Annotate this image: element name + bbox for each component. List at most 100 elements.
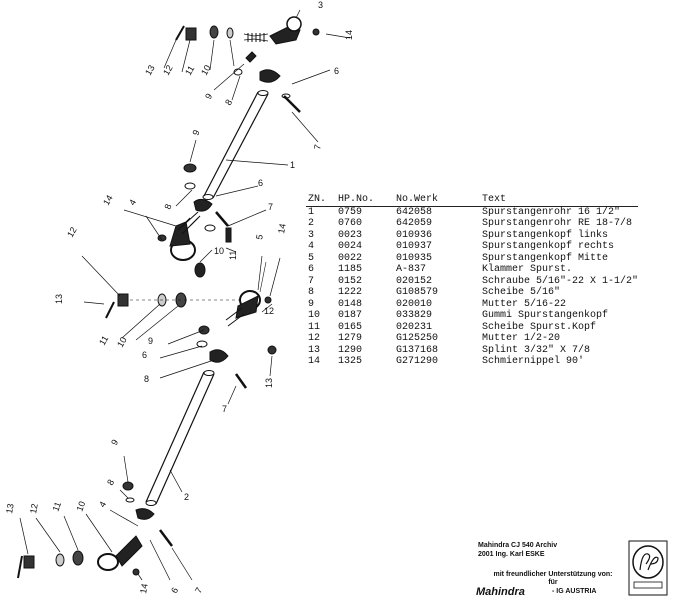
support-note: mit freundlicher Unterstützung von: für	[478, 571, 628, 587]
cell-text: Klammer Spurst.	[482, 264, 573, 275]
callout-10: 10	[199, 63, 213, 77]
callout-labels: 3 14 6 7 1 13 12 11 10 9 8 9 8 6 7 14 4 …	[4, 0, 354, 595]
cell-hp-no: 0148	[338, 298, 363, 310]
cell-hp-no: 0024	[338, 241, 363, 252]
cell-hp-no: 1325	[338, 356, 363, 367]
tie-rod-end-bottom	[17, 535, 143, 579]
callout-14-d: 14	[138, 583, 150, 595]
cell-zn: 5	[308, 252, 315, 264]
ig-austria-label: - IG AUSTRIA	[552, 588, 597, 595]
cell-werk-no: G137168	[396, 344, 439, 356]
callout-8-d: 8	[105, 478, 116, 487]
tie-rod-tube-lower	[145, 370, 215, 506]
callout-6: 6	[334, 66, 339, 76]
callout-11-b: 11	[228, 251, 238, 260]
callout-9-d: 9	[109, 438, 120, 447]
callout-6-c: 6	[142, 350, 147, 360]
callout-4: 4	[127, 198, 138, 207]
table-row: 5 0022 010935 Spurstangenkopf Mitte	[306, 253, 638, 265]
header-hp-no: HP.No.	[338, 194, 396, 207]
callout-3: 3	[318, 0, 323, 10]
cell-werk-no: 642058	[396, 206, 433, 218]
cell-zn: 7	[308, 275, 315, 287]
credit-line-author: 2001 Ing. Karl ESKE	[478, 550, 545, 558]
header-werk-no: No.Werk	[396, 194, 482, 207]
cell-werk-no: G108579	[396, 287, 439, 298]
callout-6-d: 6	[169, 586, 180, 595]
cell-werk-no: 642059	[396, 218, 433, 229]
clamp-middle	[183, 163, 229, 232]
callout-12: 12	[161, 63, 175, 77]
hp-seal-logo	[628, 540, 668, 596]
clamp-top	[259, 69, 301, 113]
callout-11-c: 11	[97, 334, 110, 347]
cell-hp-no: 0022	[338, 252, 363, 264]
callout-11: 11	[183, 64, 196, 77]
cell-werk-no: 033829	[396, 310, 433, 321]
top-hardware-cluster	[175, 25, 320, 76]
cell-werk-no: 010936	[396, 229, 433, 241]
callout-13-d: 13	[4, 503, 16, 515]
callout-10-c: 10	[115, 335, 129, 349]
center-hardware-cluster	[105, 227, 240, 319]
cell-werk-no: 020010	[396, 298, 433, 310]
cell-text: Spurstangenkopf Mitte	[482, 252, 609, 264]
callout-7-b: 7	[268, 202, 273, 212]
cell-hp-no: 1290	[338, 344, 363, 356]
callout-2: 2	[184, 492, 189, 502]
cell-text: Gummi Spurstangenkopf	[482, 310, 609, 321]
cell-zn: 1	[308, 206, 315, 218]
cell-werk-no: 010935	[396, 252, 433, 264]
cell-zn: 2	[308, 218, 315, 229]
cell-hp-no: 0023	[338, 229, 363, 241]
cell-zn: 8	[308, 287, 315, 298]
callout-6-b: 6	[258, 178, 263, 188]
tie-rod-end-middle-left	[169, 211, 201, 261]
callout-9-c: 9	[148, 336, 153, 346]
callout-1: 1	[290, 160, 295, 170]
callout-12-b: 12	[65, 225, 79, 239]
support-for: für	[548, 579, 558, 586]
cell-text: Spurstangenkopf links	[482, 229, 609, 241]
cell-werk-no: 010937	[396, 241, 433, 252]
cell-werk-no: G271290	[396, 356, 439, 367]
callout-9-b: 9	[190, 129, 201, 137]
cell-werk-no: 020152	[396, 275, 433, 287]
cell-zn: 13	[308, 344, 321, 356]
callout-7-d: 7	[193, 586, 204, 595]
cell-text: Spurstangenkopf rechts	[482, 241, 615, 252]
tie-rod-tube-upper	[202, 90, 269, 200]
cell-text: Mutter 1/2-20	[482, 333, 561, 344]
callout-7: 7	[312, 144, 323, 151]
callout-8: 8	[223, 98, 234, 107]
clamp-lower	[122, 325, 277, 547]
cell-zn: 10	[308, 310, 321, 321]
cell-zn: 12	[308, 333, 321, 344]
callout-9: 9	[203, 92, 214, 101]
cell-hp-no: 1279	[338, 333, 363, 344]
callout-5: 5	[254, 234, 265, 241]
cell-hp-no: 0165	[338, 321, 363, 333]
callout-4-b: 4	[97, 500, 108, 509]
tie-rod-end-top	[243, 16, 302, 45]
callout-10-b: 10	[214, 246, 224, 256]
cell-zn: 6	[308, 264, 315, 275]
cell-text: Schraube 5/16"-22 X 1-1/2"	[482, 275, 639, 287]
support-line: mit freundlicher Unterstützung von:	[493, 571, 613, 578]
callout-12-c: 12	[264, 306, 274, 316]
callout-12-d: 12	[28, 503, 40, 515]
header-text: Text	[482, 194, 639, 207]
cell-hp-no: 1185	[338, 264, 363, 275]
callout-10-d: 10	[74, 500, 87, 513]
tie-rod-end-center	[225, 261, 272, 327]
